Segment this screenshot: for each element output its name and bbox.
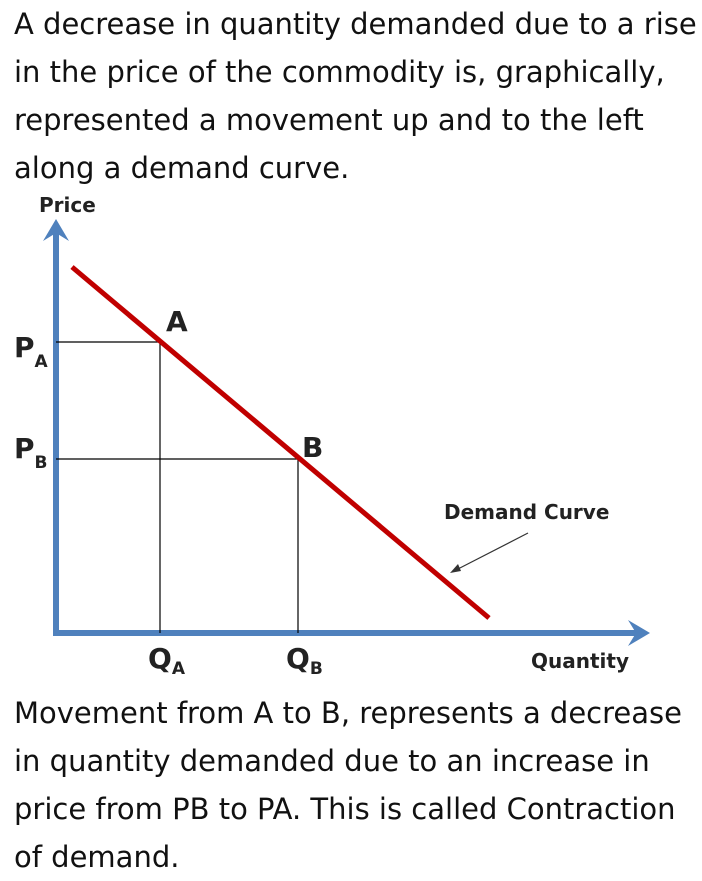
qty-a-main: Q (148, 642, 172, 675)
qty-b-main: Q (286, 642, 310, 675)
curve-pointer-arrowhead (450, 564, 461, 573)
curve-label: Demand Curve (444, 500, 609, 524)
price-a-main: P (14, 331, 35, 364)
price-a-sub: A (35, 352, 49, 372)
qty-b-label: QB (286, 642, 323, 679)
x-axis-arrowhead (628, 620, 650, 646)
point-b-label: B (302, 431, 323, 464)
price-b-sub: B (35, 453, 48, 473)
y-axis-arrowhead (43, 219, 69, 241)
x-axis-label: Quantity (531, 649, 629, 673)
demand-curve-diagram: Price Quantity Demand Curve A B PA PB QA… (14, 193, 650, 679)
point-a-label: A (166, 305, 188, 338)
demand-curve-line (70, 265, 491, 620)
curve-pointer-line (455, 532, 529, 571)
qty-a-label: QA (148, 642, 186, 679)
y-axis-label: Price (39, 193, 96, 217)
qty-a-sub: A (172, 659, 186, 679)
qty-b-sub: B (310, 659, 323, 679)
intro-paragraph: A decrease in quantity demanded due to a… (14, 7, 697, 185)
price-b-label: PB (14, 432, 48, 473)
outro-paragraph: Movement from A to B, represents a decre… (14, 696, 682, 874)
price-a-label: PA (14, 331, 49, 372)
price-b-main: P (14, 432, 35, 465)
